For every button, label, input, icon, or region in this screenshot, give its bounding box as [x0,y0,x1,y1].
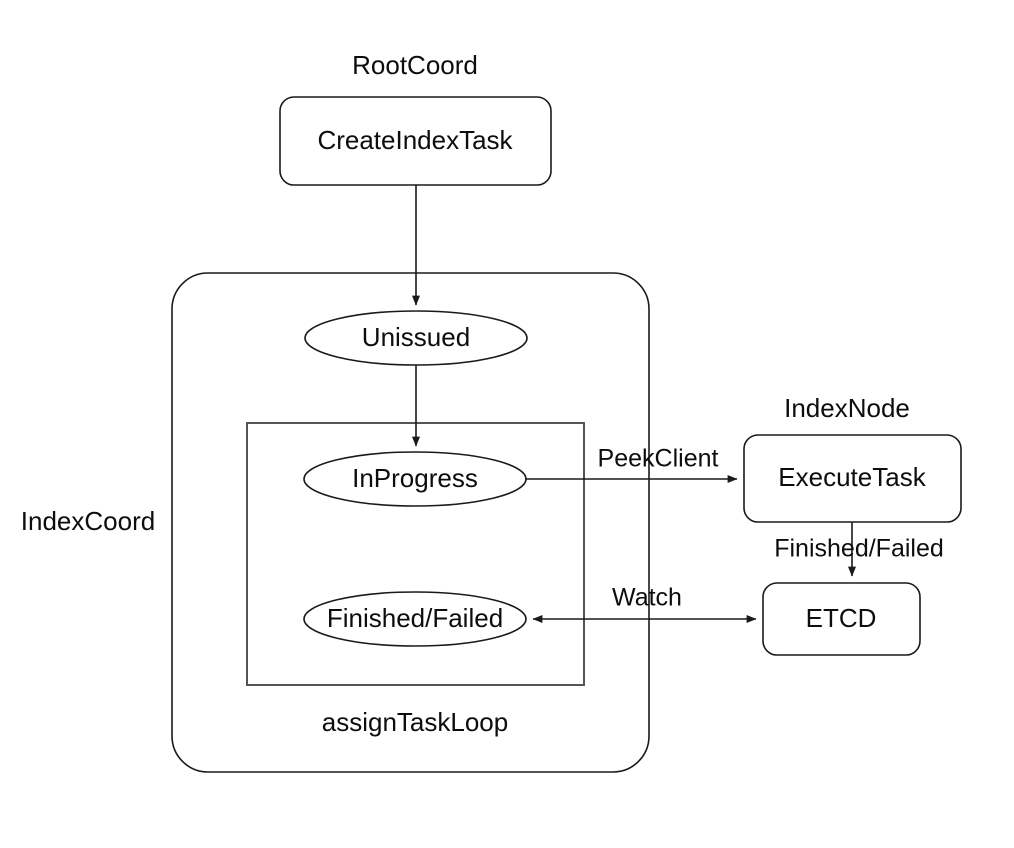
group-index-coord-box [171,272,650,773]
label-index-coord: IndexCoord [21,506,155,536]
label-etcd: ETCD [806,603,877,633]
label-execute-task: ExecuteTask [778,462,926,492]
edge-label-watch: Watch [612,584,682,612]
edge-label-peek-client: PeekClient [598,445,719,473]
label-unissued: Unissued [362,322,470,352]
node-etcd[interactable] [762,582,921,656]
label-index-node: IndexNode [784,393,910,423]
label-finished-failed-state: Finished/Failed [327,603,503,633]
label-in-progress: InProgress [352,463,478,493]
label-assign-task-loop: assignTaskLoop [322,707,508,737]
node-finished-failed[interactable] [303,591,527,647]
label-root-coord: RootCoord [352,50,478,80]
edge-label-finished-failed: Finished/Failed [774,535,944,563]
label-create-index-task: CreateIndexTask [317,125,513,155]
